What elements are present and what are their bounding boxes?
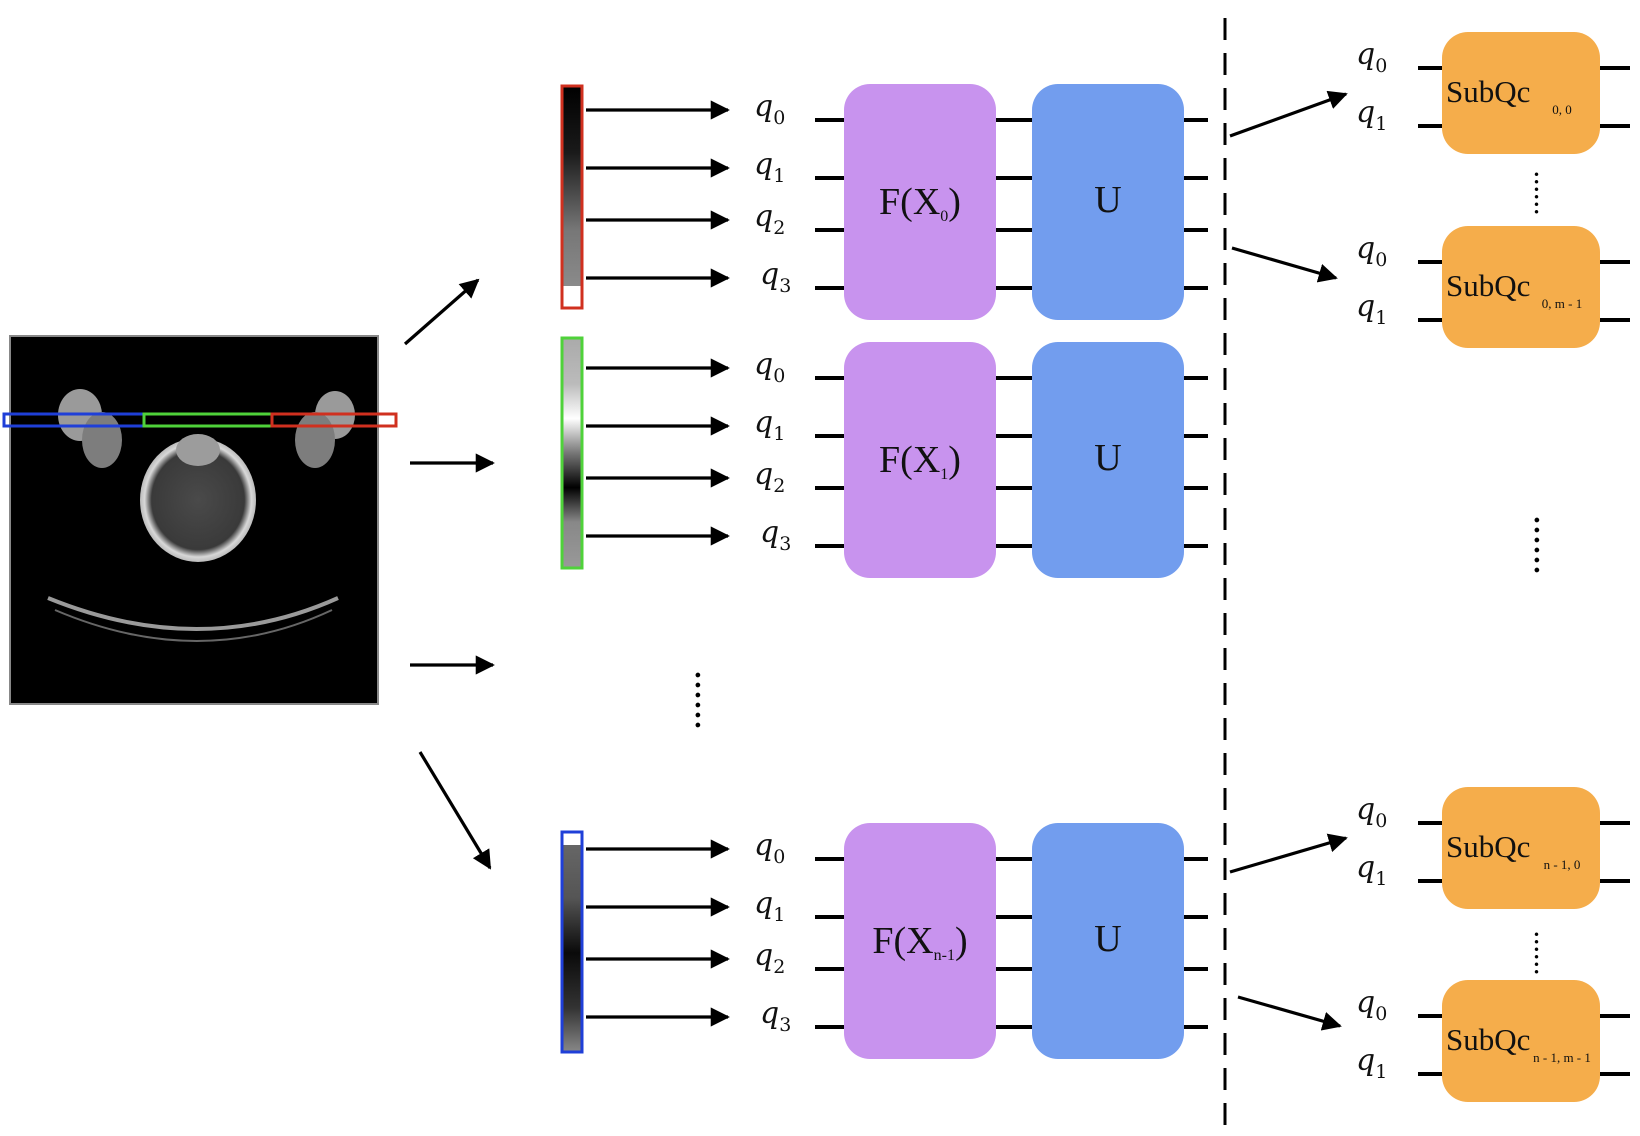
subcircuit-label-0: SubQc <box>1446 74 1530 109</box>
qubit-label-0-3: q3 <box>760 257 791 297</box>
qubit-label-2-1: q1 <box>754 886 785 926</box>
split-arrow-3 <box>1237 995 1342 1031</box>
subcircuit-0: q0 q1 SubQc 0, 0 <box>1229 32 1630 154</box>
subcircuit-index-3: n - 1, m - 1 <box>1533 1050 1591 1065</box>
sub-qubit-label-1-1: q1 <box>1356 289 1387 329</box>
subcircuit-label-1: SubQc <box>1446 268 1530 303</box>
arrow-image-to-blockn <box>418 751 492 870</box>
split-arrow-2 <box>1229 833 1348 874</box>
unitary-gate-label-2: U <box>1094 918 1121 960</box>
unitary-gate-2 <box>1032 823 1184 1059</box>
encoding-gate-0 <box>844 84 996 320</box>
circuit-block-1: q0 q1 q2 q3 F(X1) U <box>560 336 1208 578</box>
ct-scan-image <box>2 335 398 705</box>
circuit-block-2: q0 q1 q2 q3 F(Xn-1) U <box>560 823 1208 1059</box>
encoding-gate-label-0: F(X0) <box>879 181 961 225</box>
qubit-label-2-3: q3 <box>760 996 791 1036</box>
unitary-gate-0 <box>1032 84 1184 320</box>
split-arrow-0 <box>1229 90 1348 138</box>
encoding-gate-2 <box>844 823 996 1059</box>
subcircuit-gate-3 <box>1442 980 1600 1102</box>
encoding-gate-label-1: F(X1) <box>879 439 961 483</box>
ct-left-hand <box>82 412 122 468</box>
circuit-block-0: q0 q1 q2 q3 F(X0) U <box>560 84 1208 320</box>
pixel-strip-0 <box>560 84 584 310</box>
qubit-label-1-3: q3 <box>760 515 791 555</box>
sub-qubit-label-0-1: q1 <box>1356 95 1387 135</box>
qubit-label-0-0: q0 <box>754 89 785 129</box>
subqc-ellipsis-bottom: ...... <box>1528 931 1561 976</box>
encoding-gate-label-2: F(Xn-1) <box>872 920 967 964</box>
ct-table-arc-1 <box>47 596 339 631</box>
subqc-ellipsis-middle: ...... <box>1526 515 1571 575</box>
subcircuit-1: q0 q1 SubQc 0, m - 1 <box>1231 226 1630 348</box>
subcircuit-label-3: SubQc <box>1446 1022 1530 1057</box>
sub-qubit-label-1-0: q0 <box>1356 231 1387 271</box>
subqc-ellipsis-top: ...... <box>1528 171 1561 216</box>
ct-skull <box>140 438 256 562</box>
sub-qubit-label-3-0: q0 <box>1356 985 1387 1025</box>
ct-table-arc-2 <box>54 609 333 642</box>
unitary-gate-label-0: U <box>1094 179 1121 221</box>
qubit-label-2-2: q2 <box>754 938 785 978</box>
sub-qubit-label-3-1: q1 <box>1356 1043 1387 1083</box>
subcircuit-2: q0 q1 SubQc n - 1, 0 <box>1229 787 1630 909</box>
subcircuit-index-0: 0, 0 <box>1552 102 1572 117</box>
subcircuit-label-2: SubQc <box>1446 829 1530 864</box>
sub-qubit-label-2-1: q1 <box>1356 850 1387 890</box>
qubit-label-0-2: q2 <box>754 199 785 239</box>
pixel-strip-2 <box>560 830 584 1054</box>
qubit-label-1-1: q1 <box>754 405 785 445</box>
ct-right-hand <box>295 412 335 468</box>
subcircuit-gate-0 <box>1442 32 1600 154</box>
qubit-label-0-1: q1 <box>754 147 785 187</box>
unitary-gate-1 <box>1032 342 1184 578</box>
qubit-label-1-2: q2 <box>754 457 785 497</box>
subcircuit-index-2: n - 1, 0 <box>1544 857 1581 872</box>
pixel-strip-1 <box>560 336 584 570</box>
slice-highlight-red <box>270 412 398 428</box>
arrow-image-to-block0 <box>403 278 480 346</box>
sub-qubit-label-0-0: q0 <box>1356 37 1387 77</box>
block-ellipsis: ...... <box>687 670 732 730</box>
subcircuit-gate-2 <box>1442 787 1600 909</box>
qubit-label-1-0: q0 <box>754 347 785 387</box>
subcircuit-gate-1 <box>1442 226 1600 348</box>
unitary-gate-label-1: U <box>1094 437 1121 479</box>
encoding-gate-1 <box>844 342 996 578</box>
subcircuit-index-1: 0, m - 1 <box>1542 296 1582 311</box>
sub-qubit-label-2-0: q0 <box>1356 792 1387 832</box>
qubit-label-2-0: q0 <box>754 828 785 868</box>
split-arrow-1 <box>1231 246 1338 283</box>
ct-sinus <box>176 434 220 466</box>
